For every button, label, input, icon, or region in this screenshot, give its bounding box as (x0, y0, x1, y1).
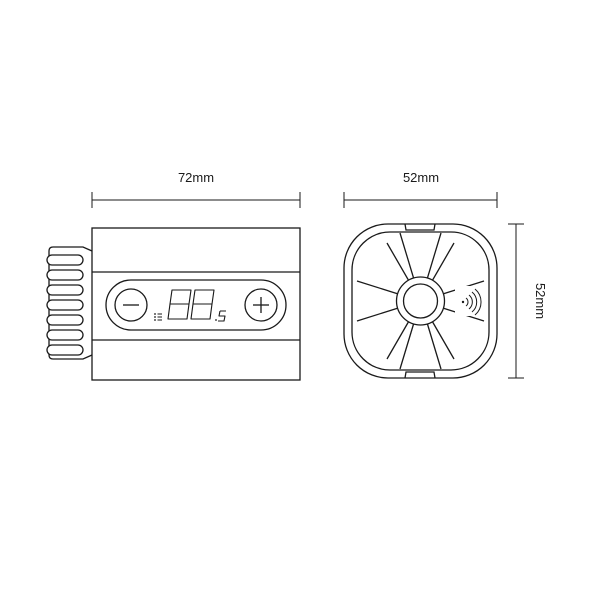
dimension-depth: 52mm (343, 170, 498, 208)
dimension-height: 52mm (508, 223, 548, 379)
side-body (91, 227, 301, 381)
width-label: 72mm (178, 170, 214, 185)
unit-suffix (215, 310, 226, 322)
front-inner (351, 231, 490, 371)
display-panel (105, 279, 287, 331)
side-view (46, 227, 301, 381)
minus-button[interactable] (114, 288, 148, 322)
wifi-signal-icon (461, 288, 482, 316)
front-view (343, 223, 498, 379)
connector-nut (46, 246, 93, 360)
front-outer (343, 223, 498, 379)
center-ring-inner (402, 283, 439, 319)
height-label: 52mm (533, 283, 548, 319)
plus-button[interactable] (244, 288, 278, 322)
dimension-width: 72mm (91, 170, 301, 208)
depth-label: 52mm (403, 170, 439, 185)
list-icon (154, 313, 162, 321)
segment-digits (167, 289, 215, 320)
